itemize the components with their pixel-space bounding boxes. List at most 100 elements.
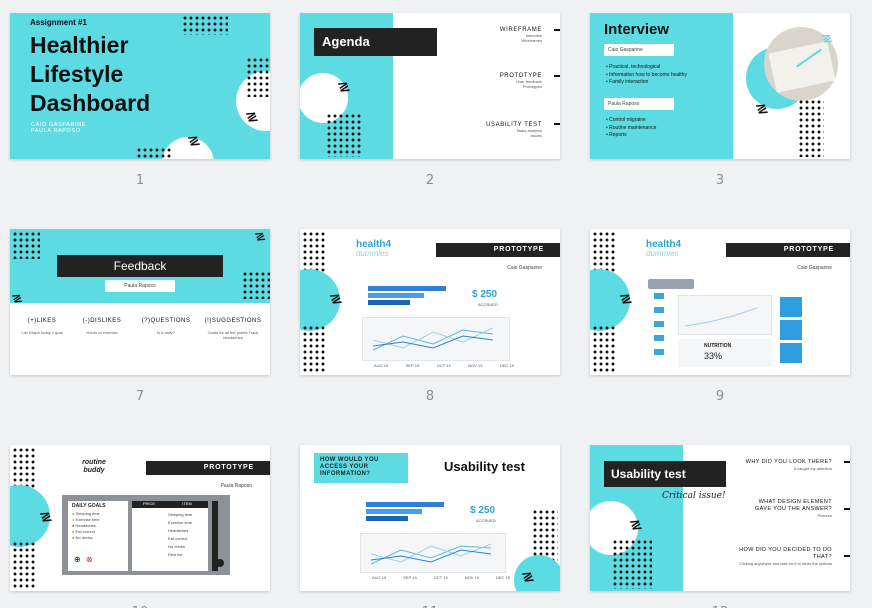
slide-thumbnail-8[interactable]: ≷ health4 dummies PROTOTYPE Caio Gaspari… — [300, 229, 560, 375]
qa-item: WHAT DESIGN ELEMENT GAVE YOU THE ANSWER?… — [742, 499, 832, 518]
divider-tick — [844, 508, 850, 510]
authors: CAIO GASPARINE PAULA RAPOSO — [31, 122, 86, 134]
progress-bar — [366, 509, 422, 514]
slide-thumbnail-12[interactable]: ≷ Usability test Critical issue! WHY DID… — [590, 445, 850, 591]
column-header: PRICE — [142, 501, 156, 506]
author-name: CAIO GASPARINE — [31, 122, 87, 128]
goal-item: No drinks — [75, 535, 93, 540]
title-line: Lifestyle — [30, 61, 124, 87]
section-item: Wireframes — [521, 38, 542, 43]
slide-cell-11[interactable]: HOW WOULD YOU ACCESS YOUR INFORMATION? U… — [300, 445, 560, 608]
slide-number: 12 — [590, 605, 850, 608]
slide-author: Caio Gasparine — [797, 265, 832, 271]
slide-thumbnail-3[interactable]: Interview Caio Gasparine • Practical, te… — [590, 13, 850, 159]
bullet-item: Information how to become healthy — [609, 71, 687, 78]
progress-bar — [366, 502, 444, 507]
slide-title: Usability test — [604, 461, 726, 487]
column-text: Is it daily? — [157, 330, 175, 335]
cyan-panel — [590, 13, 733, 159]
action-button[interactable] — [780, 297, 802, 317]
slide-thumbnail-1[interactable]: ≷ ≷ Assignment #1 Healthier Lifestyle Da… — [10, 13, 270, 159]
line-chart-plot — [684, 307, 758, 327]
slide-author: Paula Raposo — [220, 483, 252, 489]
author-name: PAULA RAPOSO — [31, 128, 81, 134]
slide-cell-9[interactable]: ≷ health4 dummies PROTOTYPE Caio Gaspari… — [590, 229, 850, 404]
table-row: Eat correct — [168, 536, 188, 541]
slide-cell-2[interactable]: ≷ Agenda WIREFRAME Interview Wireframes … — [300, 13, 560, 188]
divider-tick — [844, 555, 850, 557]
dot-pattern — [592, 325, 616, 373]
table-row: No drinks — [168, 544, 185, 549]
items-table: PRICE ITEM Sleeping time Exercise time H… — [132, 501, 208, 571]
slide-title: Healthier Lifestyle Dashboard — [30, 31, 150, 118]
brand-logo: health4 — [646, 239, 682, 250]
column-heading: (?)QUESTIONS — [141, 318, 191, 324]
next-icon[interactable] — [216, 559, 224, 567]
bullet-item: Reports — [609, 132, 627, 138]
slide-cell-3[interactable]: Interview Caio Gasparine • Practical, te… — [590, 13, 850, 188]
table-row: Exercise time — [168, 520, 193, 525]
slide-thumbnail-7[interactable]: ≷ ≷ Feedback Paula Raposo (+)LIKES List … — [10, 229, 270, 375]
line-chart — [362, 317, 510, 361]
slide-number: 11 — [300, 605, 560, 608]
amount-label: ACCRUED — [478, 302, 498, 307]
daily-goals-panel: DAILY GOALS ● Sleeping time ● Exercise t… — [68, 501, 128, 571]
chart-x-axis: AUG 19 SEP 19 OCT 19 NOV 19 DEC 19 — [374, 363, 514, 368]
qa-item: HOW DID YOU DECIDED TO DO THAT? Clicking… — [732, 547, 832, 566]
action-button[interactable] — [780, 343, 802, 363]
brand-logo: routine buddy — [82, 459, 106, 474]
decor-circle — [162, 137, 214, 159]
slide-title: Feedback — [57, 255, 223, 277]
x-tick-label: OCT 19 — [433, 575, 448, 580]
column-heading: (+)LIKES — [27, 318, 57, 324]
amount-value: $ 250 — [472, 289, 498, 300]
add-icon[interactable]: ⊕ — [74, 555, 81, 564]
answer-text: It caught my attention — [793, 466, 832, 471]
action-button[interactable] — [780, 320, 802, 340]
question-text: HOW DID YOU DECIDED TO DO THAT? — [739, 547, 832, 560]
column-header: ITEM — [182, 501, 192, 506]
agenda-section: PROTOTYPE User feedback Prototypes — [500, 73, 542, 89]
dot-pattern — [246, 57, 270, 97]
bullet-item: Control migraine — [609, 117, 646, 123]
section-item: User feedback — [516, 79, 542, 84]
dot-pattern — [182, 15, 228, 35]
dropdown[interactable] — [648, 279, 694, 289]
slide-cell-10[interactable]: ≷ routine buddy PROTOTYPE Paula Raposo D… — [10, 445, 270, 608]
line-chart — [360, 533, 506, 573]
column-text: Goals for all the points Track headaches — [207, 330, 259, 340]
slide-thumbnail-10[interactable]: ≷ routine buddy PROTOTYPE Paula Raposo D… — [10, 445, 270, 591]
slide-thumbnail-2[interactable]: ≷ Agenda WIREFRAME Interview Wireframes … — [300, 13, 560, 159]
scrollbar[interactable] — [212, 501, 218, 571]
title-line: Dashboard — [30, 90, 151, 116]
slide-number: 8 — [425, 389, 435, 404]
agenda-section: WIREFRAME Interview Wireframes — [500, 27, 542, 43]
agenda-section: USABILITY TEST Tasks analysis Issues — [486, 122, 542, 138]
divider-tick — [554, 75, 560, 77]
goal-item: Headaches — [75, 523, 96, 528]
remove-icon[interactable]: ⊗ — [86, 555, 93, 564]
slide-cell-8[interactable]: ≷ health4 dummies PROTOTYPE Caio Gaspari… — [300, 229, 560, 404]
feedback-column: (?)QUESTIONS Is it daily? — [134, 318, 198, 335]
column-heading: (!)SUGGESTIONS — [204, 318, 262, 324]
x-tick-label: OCT 19 — [436, 363, 451, 368]
section-item: Interview — [525, 33, 542, 38]
dot-pattern — [136, 147, 172, 159]
column-text: List Graph today x goal — [21, 330, 63, 335]
bullet-item: Practical, technological — [609, 64, 661, 70]
section-heading: WIREFRAME — [499, 27, 542, 33]
amount-label: ACCRUED — [476, 518, 496, 523]
section-item: Tasks analysis — [516, 128, 542, 133]
slide-thumbnail-11[interactable]: HOW WOULD YOU ACCESS YOUR INFORMATION? U… — [300, 445, 560, 591]
slide-kicker: Assignment #1 — [30, 18, 87, 27]
table-row: Rest list — [168, 552, 183, 557]
column-text: Hours of exercise — [86, 330, 118, 335]
person-label: Paula Raposo — [604, 98, 674, 110]
slide-thumbnail-9[interactable]: ≷ health4 dummies PROTOTYPE Caio Gaspari… — [590, 229, 850, 375]
action-buttons — [780, 297, 802, 363]
slide-cell-1[interactable]: ≷ ≷ Assignment #1 Healthier Lifestyle Da… — [10, 13, 270, 188]
question-text: WHAT DESIGN ELEMENT GAVE YOU THE ANSWER? — [754, 499, 832, 512]
x-tick-label: AUG 19 — [372, 575, 387, 580]
slide-cell-7[interactable]: ≷ ≷ Feedback Paula Raposo (+)LIKES List … — [10, 229, 270, 404]
slide-cell-12[interactable]: ≷ Usability test Critical issue! WHY DID… — [590, 445, 850, 608]
